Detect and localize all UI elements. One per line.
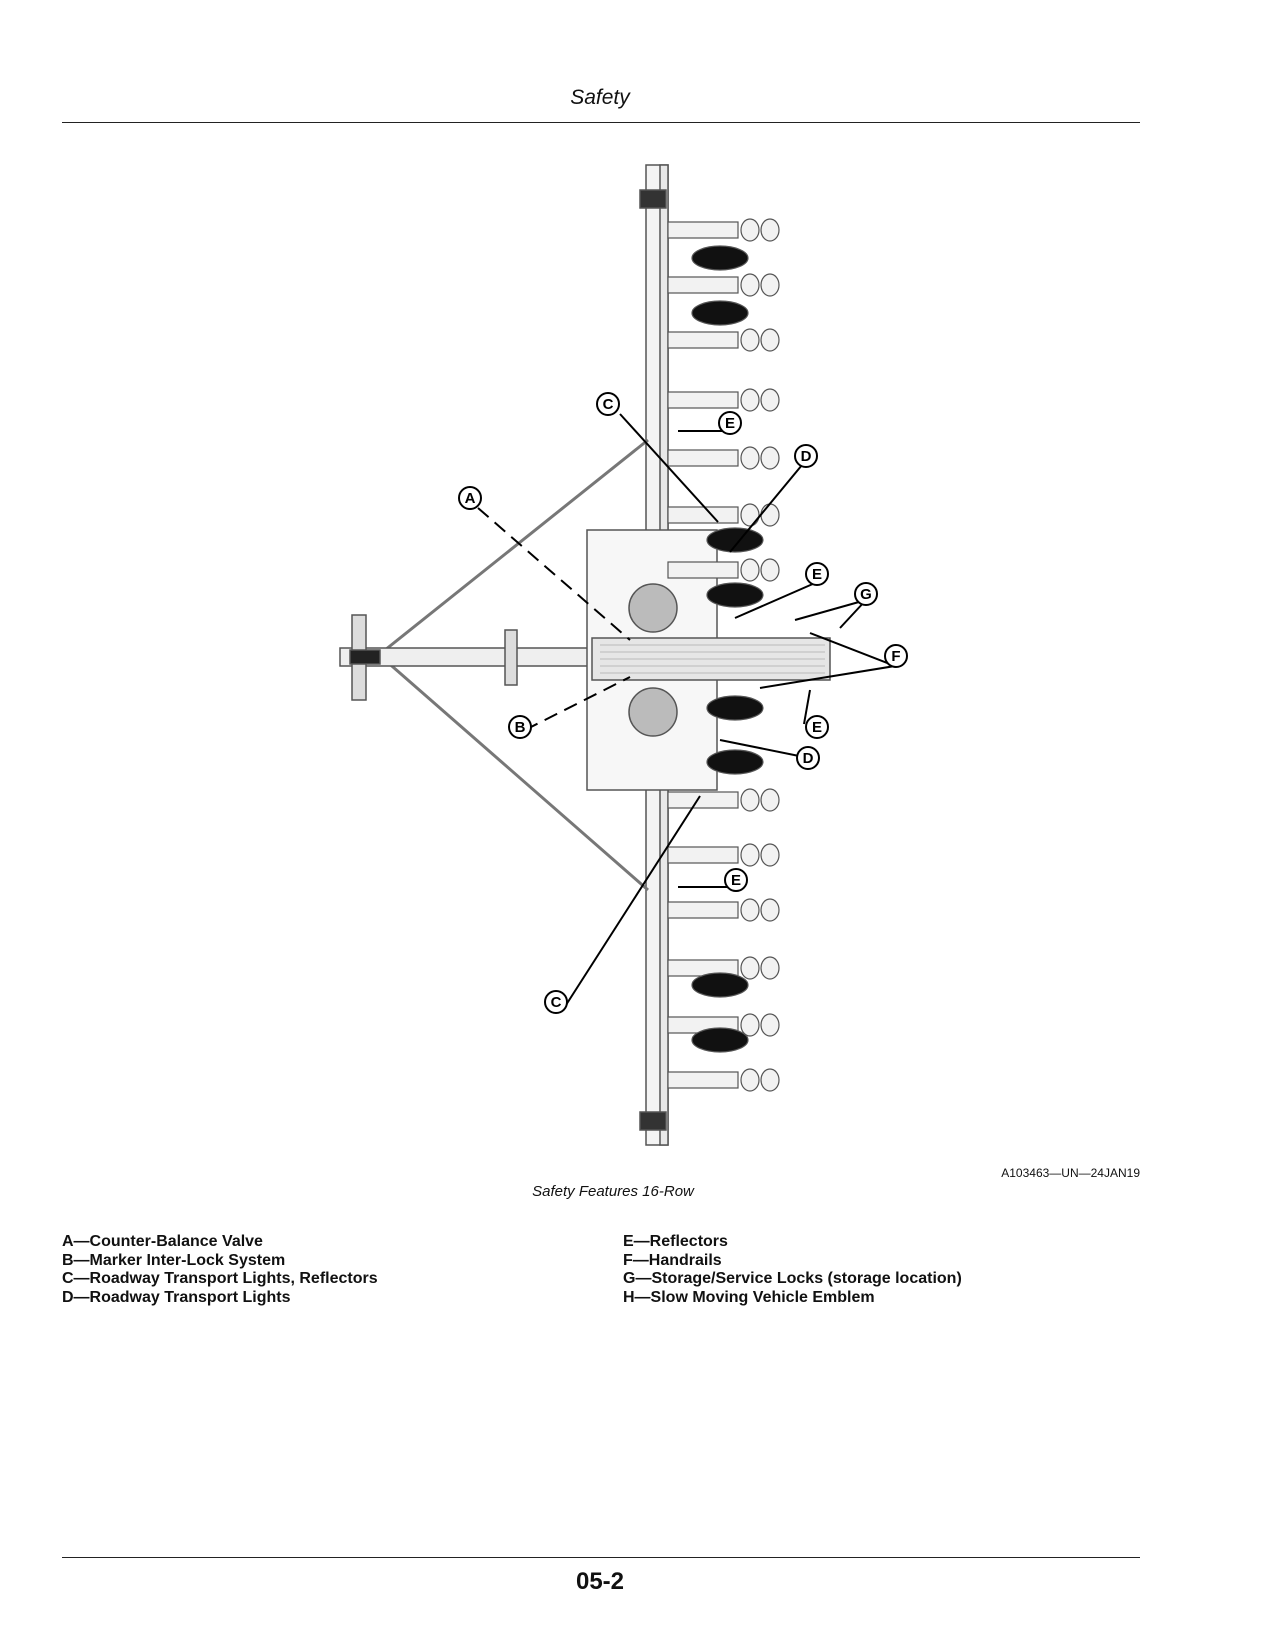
legend-right-column: E—Reflectors F—Handrails G—Storage/Servi… bbox=[623, 1233, 962, 1307]
row-unit bbox=[667, 898, 780, 922]
callout-c bbox=[596, 392, 620, 416]
callout-label: G bbox=[860, 586, 872, 603]
tire bbox=[691, 972, 749, 998]
callout-c bbox=[544, 990, 568, 1014]
row-unit bbox=[667, 558, 780, 582]
callout-label: E bbox=[812, 719, 822, 736]
tire bbox=[706, 527, 764, 553]
page-number: 05-2 bbox=[575, 1568, 625, 1595]
callout-label: D bbox=[803, 750, 814, 767]
callout-label: E bbox=[725, 415, 735, 432]
callout-label: F bbox=[891, 648, 900, 665]
tire bbox=[706, 749, 764, 775]
row-unit bbox=[667, 1068, 780, 1092]
row-unit bbox=[667, 503, 780, 527]
row-unit bbox=[667, 388, 780, 412]
row-unit bbox=[667, 328, 780, 352]
callout-a bbox=[458, 486, 482, 510]
callout-e bbox=[805, 715, 829, 739]
callout-g bbox=[854, 582, 878, 606]
callout-label: B bbox=[515, 719, 526, 736]
legend-item: E—Reflectors bbox=[623, 1233, 728, 1250]
tire bbox=[706, 695, 764, 721]
legend-item: D—Roadway Transport Lights bbox=[62, 1288, 291, 1306]
legend-item: B—Marker Inter-Lock System bbox=[62, 1251, 286, 1269]
callout-d bbox=[796, 746, 820, 770]
tire bbox=[706, 582, 764, 608]
figure-caption: Safety Features 16-Row bbox=[532, 1183, 694, 1200]
header-rule bbox=[62, 122, 1140, 123]
callout-e bbox=[805, 562, 829, 586]
row-unit bbox=[667, 446, 780, 470]
tire bbox=[691, 300, 749, 326]
callout-f bbox=[884, 644, 908, 668]
tire bbox=[691, 245, 749, 271]
callout-label: E bbox=[731, 872, 741, 889]
callout-label: C bbox=[551, 994, 562, 1011]
callout-d bbox=[794, 444, 818, 468]
callout-e bbox=[718, 411, 742, 435]
callout-label: D bbox=[801, 448, 812, 465]
row-unit bbox=[667, 218, 780, 242]
page-header-title: Safety bbox=[570, 86, 630, 109]
callout-label: E bbox=[812, 566, 822, 583]
row-unit bbox=[667, 956, 780, 980]
legend-item: G—Storage/Service Locks (storage locatio… bbox=[623, 1270, 962, 1287]
callout-b bbox=[508, 715, 532, 739]
legend-left-column: A—Counter-Balance Valve B—Marker Inter-L… bbox=[62, 1233, 378, 1307]
callout-label: A bbox=[465, 490, 476, 507]
callout-e bbox=[724, 868, 748, 892]
callout-label: C bbox=[603, 396, 614, 413]
legend-item: F—Handrails bbox=[623, 1251, 722, 1269]
legend-item: H—Slow Moving Vehicle Emblem bbox=[623, 1288, 875, 1306]
tire bbox=[691, 1027, 749, 1053]
legend-item: C—Roadway Transport Lights, Reflectors bbox=[62, 1270, 378, 1287]
footer-rule bbox=[62, 1557, 1140, 1558]
row-unit bbox=[667, 273, 780, 297]
figure-id: A103463—UN—24JAN19 bbox=[1001, 1166, 1140, 1180]
row-unit bbox=[667, 843, 780, 867]
row-unit bbox=[667, 788, 780, 812]
legend-item: A—Counter-Balance Valve bbox=[62, 1233, 263, 1250]
